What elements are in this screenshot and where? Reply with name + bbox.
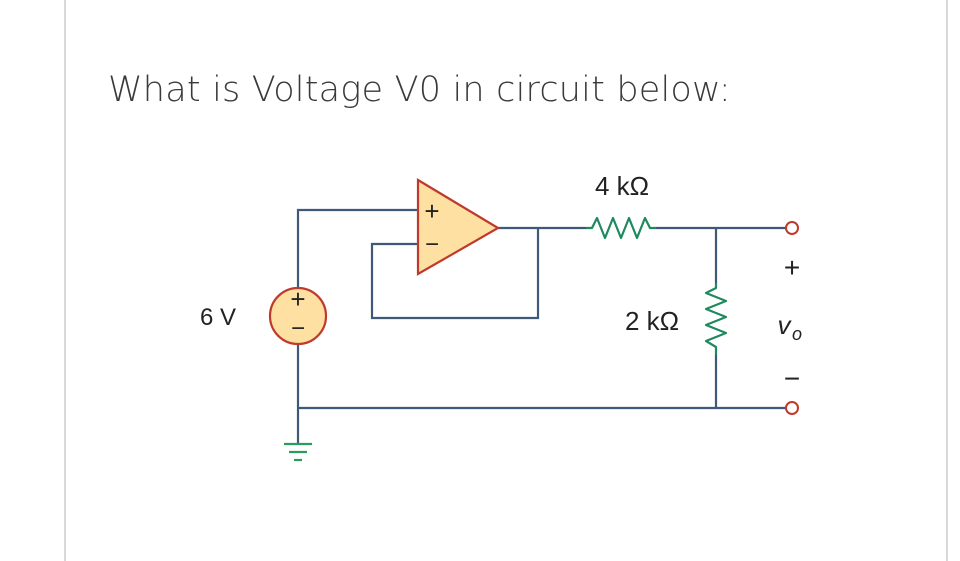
opamp-plus-sign: + bbox=[424, 196, 439, 226]
source-minus-sign: − bbox=[291, 315, 305, 342]
voltage-source: + − bbox=[268, 284, 328, 346]
opamp-minus-sign: − bbox=[425, 231, 439, 258]
output-plus-sign: + bbox=[784, 252, 800, 283]
output-terminal-top bbox=[785, 221, 799, 235]
resistor-2k bbox=[704, 283, 728, 355]
source-plus-sign: + bbox=[290, 284, 305, 314]
card-left-border bbox=[64, 0, 66, 561]
ground-symbol bbox=[284, 408, 312, 462]
question-text: What is Voltage V0 in circuit below: bbox=[108, 70, 731, 110]
output-minus-sign: − bbox=[784, 363, 800, 394]
wire-source-to-noninverting bbox=[296, 208, 418, 288]
source-voltage-label: 6 V bbox=[200, 304, 236, 331]
resistor-2k-label: 2 kΩ bbox=[625, 306, 679, 336]
resistor-4k-label: 4 kΩ bbox=[595, 171, 649, 201]
output-voltage-label: v bbox=[778, 310, 793, 340]
circuit-wires bbox=[296, 208, 786, 410]
output-voltage-subscript: o bbox=[792, 324, 802, 344]
resistor-4k bbox=[586, 216, 656, 240]
output-terminal-bottom bbox=[785, 401, 799, 415]
op-amp: + − bbox=[416, 178, 501, 276]
card-right-border bbox=[946, 0, 948, 561]
wire-feedback-loop bbox=[370, 228, 540, 320]
